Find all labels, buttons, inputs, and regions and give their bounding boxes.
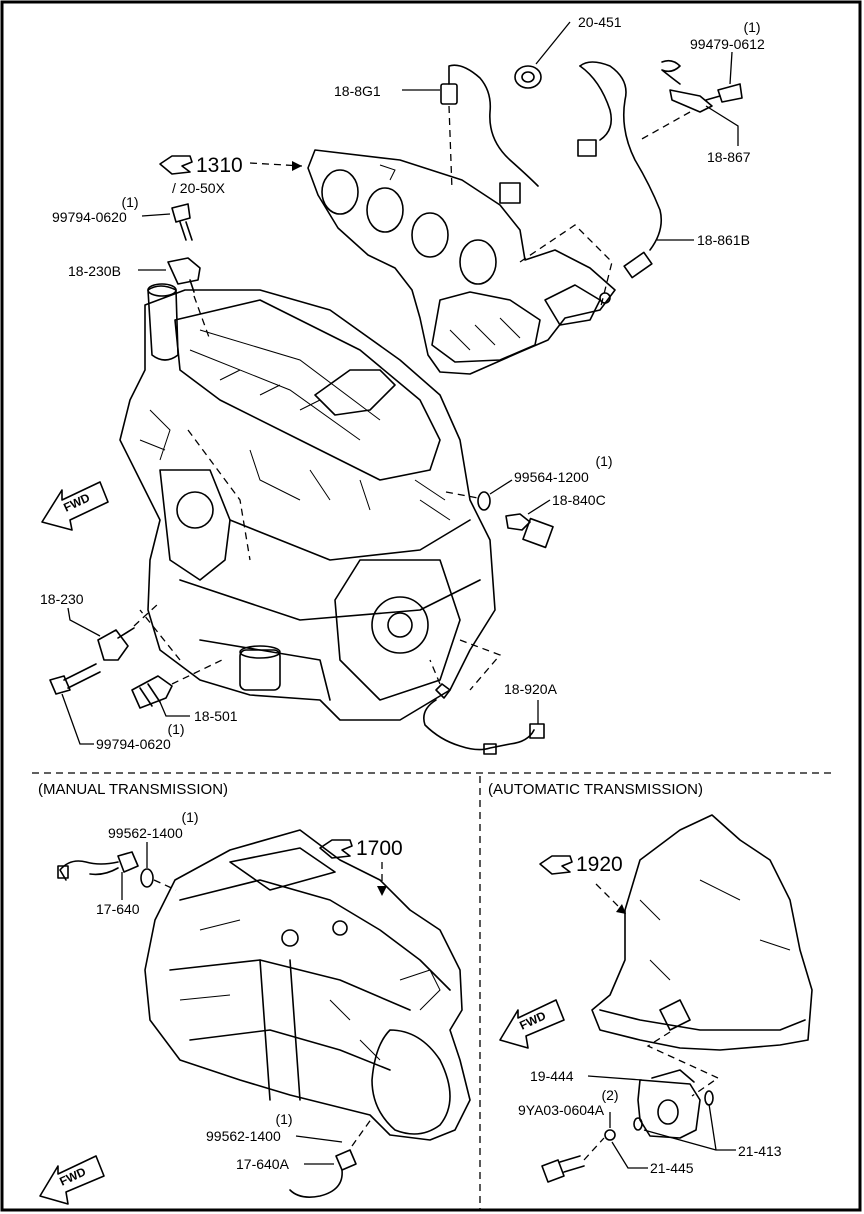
manual-icon-1920: [539, 855, 573, 875]
leader-99564-1200: [489, 479, 513, 495]
label-18-867: 18-867: [707, 149, 751, 165]
bracket-dash: [639, 111, 691, 141]
leader-99794-0620-bottom: [61, 693, 94, 745]
washer-21-445: [604, 1129, 616, 1141]
o-ring-21-413-a: [704, 1090, 714, 1106]
sensor-18-840c-dash: [445, 491, 479, 499]
label-18-840c: 18-840C: [552, 492, 606, 508]
automatic-transmission: [591, 814, 813, 1051]
bolt-9ya03-0604a: [541, 1155, 585, 1183]
bolt-99794-0620-bottom: [49, 663, 101, 695]
leader-1310-arrow: [292, 161, 302, 171]
sensor-18-501-dash: [171, 659, 223, 685]
label-19-444: 19-444: [530, 1068, 574, 1084]
label-18-920a: 18-920A: [504, 681, 558, 697]
label-99562-1400-bottom-qty: (1): [275, 1111, 292, 1127]
switch-17-640a: [289, 1149, 357, 1198]
leader-18-230: [67, 607, 101, 637]
fwd-arrow-automatic: FWD: [499, 999, 565, 1049]
label-1310: 1310: [196, 154, 243, 177]
bracket-18-867: [661, 59, 713, 113]
switch-19-444: [637, 1069, 701, 1139]
bolt-99794-0620-top: [171, 203, 193, 241]
label-1700: 1700: [356, 837, 403, 860]
label-18-230: 18-230: [40, 591, 84, 607]
engine-dash-3: [139, 609, 181, 661]
leader-1920: [595, 883, 623, 911]
switch-17-640a-dash: [351, 1117, 373, 1147]
leader-19-444: [587, 1075, 643, 1081]
o-ring-21-413-b: [633, 1117, 643, 1131]
sensor-18-230: [97, 627, 135, 661]
label-17-640: 17-640: [96, 901, 140, 917]
bolt-dash: [583, 1137, 605, 1161]
label-20-50x: / 20-50X: [172, 180, 226, 196]
label-17-640a: 17-640A: [236, 1156, 290, 1172]
fwd-arrow-engine: FWD: [41, 481, 109, 531]
sensor-18-230b: [167, 257, 201, 293]
automatic-dash-1: [646, 1031, 720, 1097]
label-99564-1200: 99564-1200: [514, 469, 589, 485]
sensor-18-501: [131, 675, 173, 709]
label-18-501: 18-501: [194, 708, 238, 724]
leader-18-501: [159, 701, 190, 717]
leader-1310: [249, 162, 303, 167]
label-21-413: 21-413: [738, 1143, 782, 1159]
label-18-861b: 18-861B: [697, 232, 750, 248]
leader-1700-arrow: [377, 886, 387, 896]
leader-21-445: [611, 1141, 648, 1169]
label-99564-1200-qty: (1): [595, 453, 612, 469]
switch-17-640-dash: [153, 879, 177, 891]
label-18-501-qty: (1): [167, 721, 184, 737]
o2-sensor-lower: [577, 61, 663, 279]
label-21-445: 21-445: [650, 1160, 694, 1176]
label-20-451: 20-451: [578, 14, 622, 30]
leader-18-840c: [527, 499, 551, 515]
label-99794-0620-top-qty: (1): [121, 194, 138, 210]
exhaust-manifold: [307, 149, 616, 375]
label-9ya03-0604a: 9YA03-0604A: [518, 1102, 605, 1118]
harness-dash: [429, 659, 441, 685]
engine-dash-1: [187, 429, 251, 561]
label-99562-1400-top: 99562-1400: [108, 825, 183, 841]
label-1920: 1920: [576, 853, 623, 876]
engine-dash-2: [459, 639, 502, 691]
sensor-18-230b-dash: [193, 295, 211, 341]
label-18-230b: 18-230B: [68, 263, 121, 279]
bolt-99479-0612: [705, 83, 743, 103]
nut-20-451: [514, 65, 542, 89]
o2-sensor-upper: [440, 64, 539, 204]
label-18-8g1: 18-8G1: [334, 83, 381, 99]
label-99562-1400-top-qty: (1): [181, 809, 198, 825]
fwd-arrow-manual: FWD: [39, 1155, 105, 1205]
leader-99794-0620-top: [141, 213, 171, 217]
label-99794-0620-top: 99794-0620: [52, 209, 127, 225]
leader-1920-arrow: [616, 904, 626, 914]
leader-20-451: [535, 21, 571, 65]
manual-icon-1700: [319, 839, 353, 859]
leader-99479-0612: [729, 51, 733, 85]
label-99479-0612: 99479-0612: [690, 36, 765, 52]
leader-99562-1400-bottom: [295, 1135, 343, 1143]
sensor-18-230-dash: [133, 603, 159, 627]
engine-block: [119, 283, 496, 721]
automatic-section-title: (AUTOMATIC TRANSMISSION): [488, 781, 703, 798]
label-99562-1400-bottom: 99562-1400: [206, 1128, 281, 1144]
manual-transmission: [144, 829, 471, 1141]
harness-18-920a: [423, 683, 545, 755]
label-9ya03-qty: (2): [601, 1087, 618, 1103]
leader-18-867: [705, 105, 739, 146]
switch-17-640: [57, 851, 139, 881]
label-99794-0620-bottom: 99794-0620: [96, 736, 171, 752]
gasket-99564-1200: [477, 491, 491, 511]
sensor-18-840c: [505, 513, 554, 549]
label-99479-0612-qty: (1): [743, 19, 760, 35]
leader-21-413: [643, 1103, 736, 1151]
o2-sensor-upper-dash: [448, 105, 453, 191]
manual-section-title: (MANUAL TRANSMISSION): [38, 781, 228, 798]
manual-icon-1310: [159, 155, 193, 175]
gasket-99562-1400-top: [140, 868, 154, 888]
